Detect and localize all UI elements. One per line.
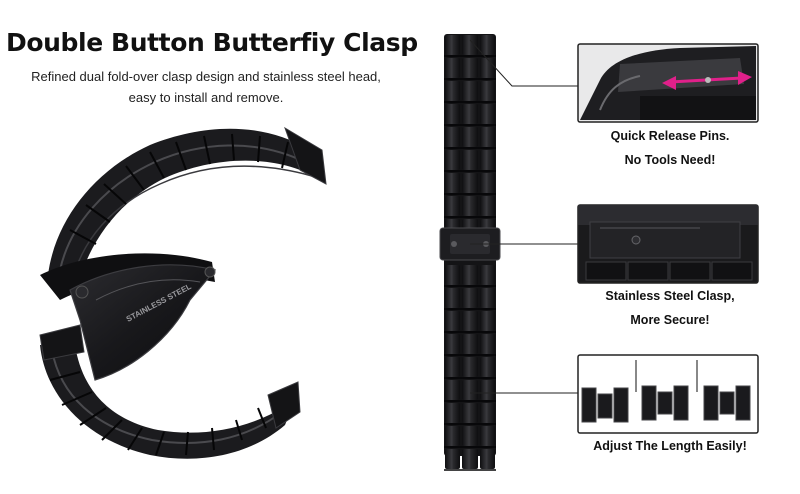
subtitle-line-1: Refined dual fold-over clasp design and …	[31, 69, 381, 84]
band-link	[444, 196, 496, 218]
quick-release-detail	[577, 43, 759, 123]
butterfly-clasp: STAINLESS STEEL	[40, 253, 217, 381]
feature-2-line-1: Stainless Steel Clasp,	[605, 289, 735, 303]
callout-connectors	[469, 39, 578, 394]
band-link	[444, 357, 496, 379]
band-link	[444, 403, 496, 425]
band-link	[444, 58, 496, 80]
curved-band: STAINLESS STEEL	[39, 126, 327, 459]
page-title: Double Button Butterfiy Clasp	[6, 28, 418, 57]
feature-1-line-2: No Tools Need!	[624, 153, 716, 167]
band-link	[444, 311, 496, 333]
feature-caption-clasp: Stainless Steel Clasp, More Secure!	[570, 284, 770, 332]
band-link	[444, 81, 496, 103]
feature-1-line-1: Quick Release Pins.	[610, 129, 730, 143]
band-link	[444, 426, 496, 448]
page-subtitle: Refined dual fold-over clasp design and …	[6, 66, 406, 108]
feature-caption-quick-release: Quick Release Pins. No Tools Need!	[570, 124, 770, 172]
feature-3-line-1: Adjust The Length Easily!	[593, 439, 747, 453]
feature-caption-adjust: Adjust The Length Easily!	[570, 434, 770, 458]
band-link	[444, 449, 496, 471]
clasp-detail-button-icon	[631, 235, 641, 245]
band-link	[444, 380, 496, 402]
band-link	[444, 173, 496, 195]
band-link	[444, 288, 496, 310]
band-link	[444, 150, 496, 172]
feature-2-line-2: More Secure!	[630, 313, 710, 327]
band-link	[444, 334, 496, 356]
lower-band-links	[39, 324, 301, 459]
band-link	[444, 104, 496, 126]
clasp-button-icon	[75, 285, 89, 299]
band-link	[444, 265, 496, 287]
band-link	[444, 127, 496, 149]
adjust-detail	[577, 354, 759, 434]
subtitle-line-2: easy to install and remove.	[128, 90, 284, 105]
clasp-detail	[577, 204, 759, 284]
straight-band	[439, 34, 501, 471]
removed-links	[581, 385, 751, 423]
band-link	[444, 35, 496, 57]
upper-band-links	[48, 126, 327, 285]
